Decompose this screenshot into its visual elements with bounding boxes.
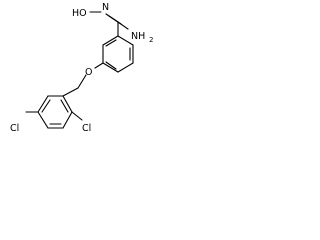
- ether-oxygen-label: O: [85, 67, 92, 78]
- molecule-drawing: HO N NH 2 O Cl Cl: [10, 2, 153, 134]
- structure-diagram: HO N NH 2 O Cl Cl: [0, 0, 184, 140]
- chlorine-left-label: Cl: [10, 123, 19, 134]
- ether-linkage: [62, 62, 104, 97]
- chlorine-right-label: Cl: [82, 123, 91, 134]
- hydroxy-label: HO: [72, 8, 87, 19]
- amine-label: NH: [131, 31, 145, 42]
- upper-benzene-ring: [102, 35, 134, 73]
- amidoxime-group: [89, 11, 129, 37]
- imine-nitrogen-label: N: [102, 2, 109, 13]
- lower-benzene-ring: [37, 95, 73, 129]
- chlorine-bonds: [25, 111, 83, 121]
- amine-subscript: 2: [149, 36, 153, 44]
